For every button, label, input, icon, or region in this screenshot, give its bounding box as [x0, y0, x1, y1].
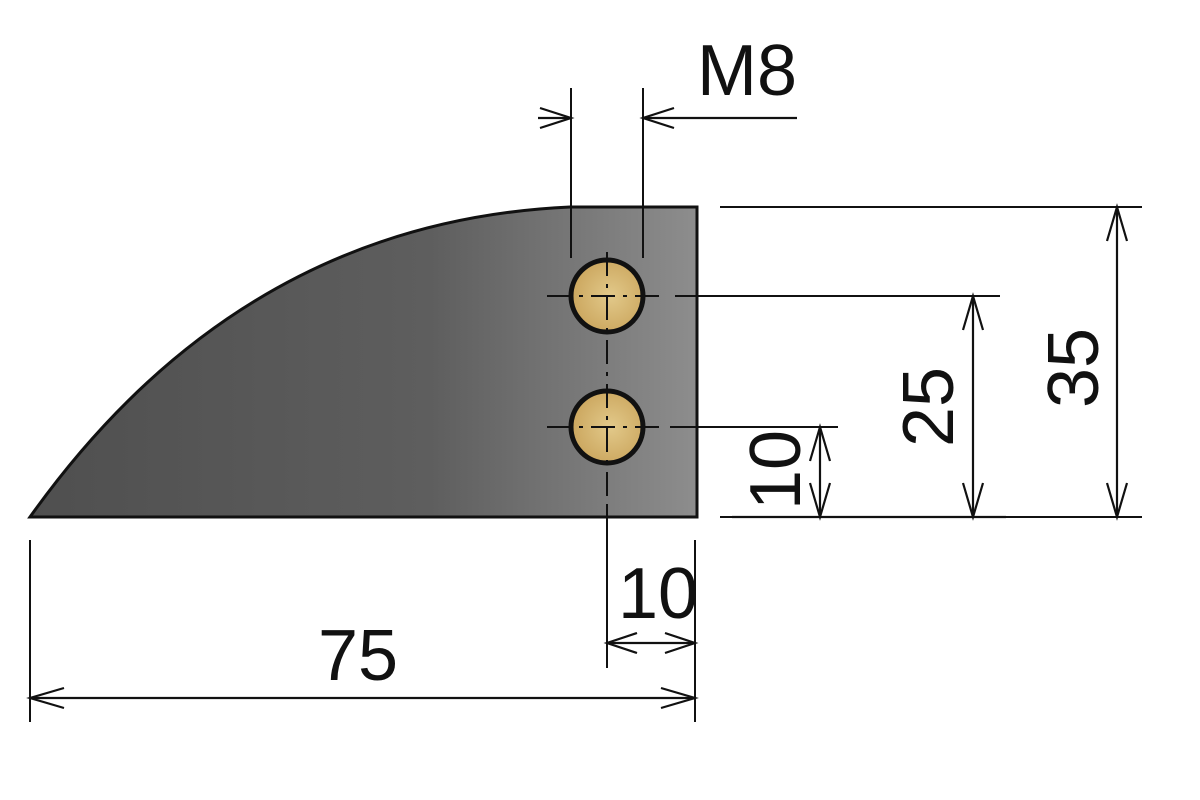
upper-hole-height-dimension: [675, 292, 1006, 521]
hole-center-lines: [547, 252, 665, 668]
length-dimension: [26, 540, 699, 722]
length-label: 75: [318, 616, 398, 696]
thread-label: M8: [697, 31, 797, 111]
upper-hole-height-label: 25: [889, 367, 969, 447]
height-label: 35: [1034, 328, 1114, 408]
edge-offset-dimension: [603, 631, 699, 655]
lower-hole-height-label: 10: [736, 430, 816, 510]
thread-dimension: [538, 88, 797, 258]
part-body: [27, 205, 699, 519]
edge-offset-label: 10: [618, 554, 698, 634]
lower-hole-height-dimension: [670, 423, 838, 521]
